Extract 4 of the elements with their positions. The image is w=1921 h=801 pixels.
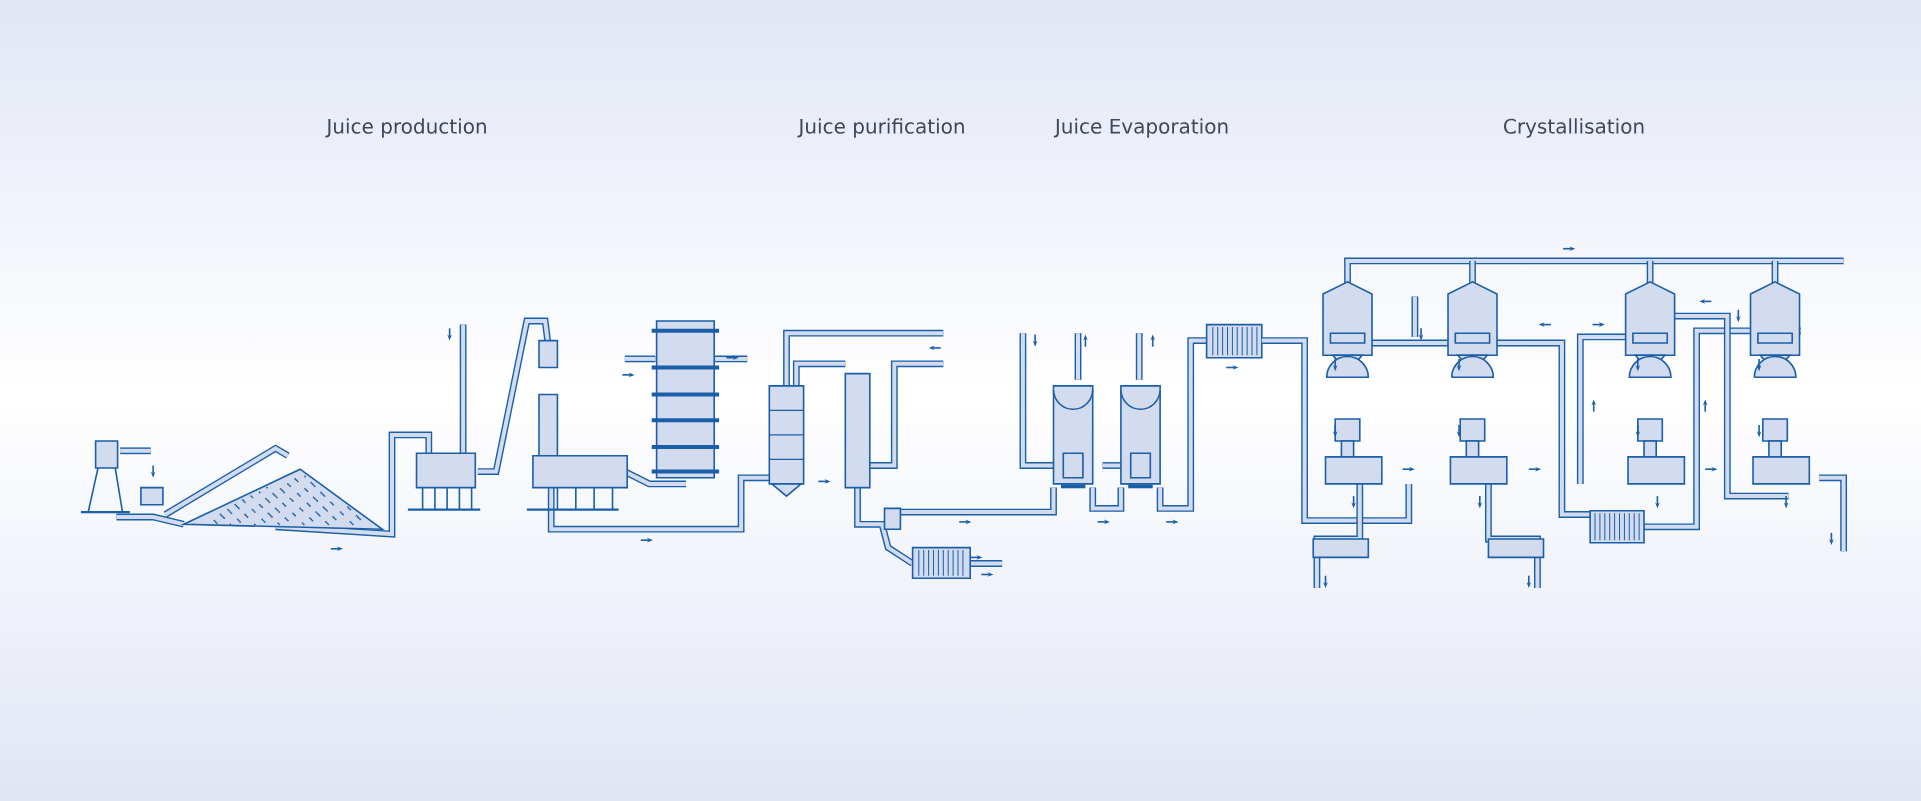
- section-title: Juice purification: [797, 118, 964, 138]
- section-title: Crystallisation: [1504, 118, 1644, 138]
- section-title: Juice production: [325, 118, 486, 138]
- section-title: Juice Evaporation: [1053, 118, 1228, 138]
